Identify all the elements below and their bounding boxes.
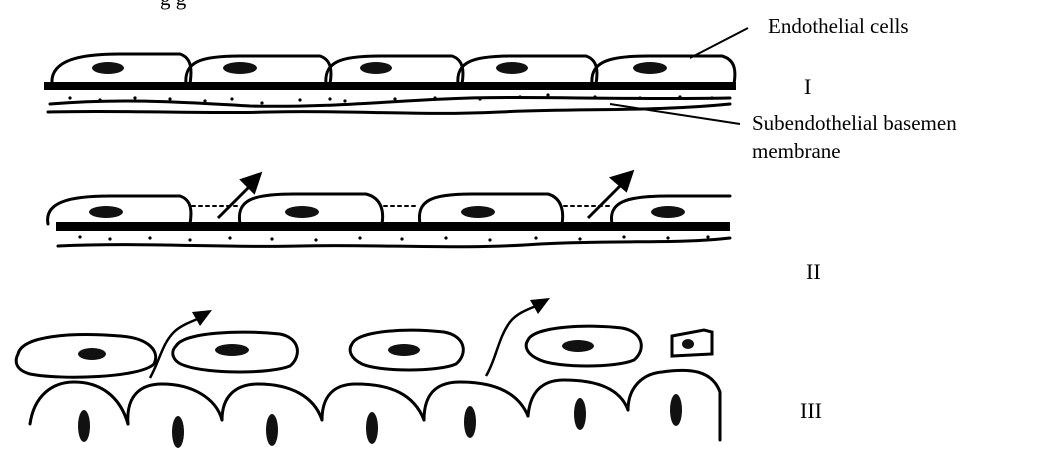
stage-label-1: I bbox=[804, 74, 811, 100]
cell-nucleus bbox=[215, 344, 249, 356]
cell-nucleus bbox=[651, 206, 685, 218]
basement-membrane bbox=[44, 82, 736, 90]
label-endothelial-cells: Endothelial cells bbox=[768, 14, 909, 39]
stage-1-diagram bbox=[44, 54, 736, 113]
subendothelial-nuclei bbox=[78, 394, 682, 448]
cropped-caption-fragment: g g bbox=[160, 0, 186, 11]
subendothelial-cells bbox=[424, 382, 528, 420]
cell-nucleus bbox=[682, 339, 694, 349]
arrow-head-icon bbox=[612, 172, 632, 190]
basement-membrane bbox=[56, 222, 730, 231]
cell-nucleus bbox=[360, 62, 392, 74]
migration-arrows-stage-3 bbox=[150, 298, 550, 378]
endothelial-cell bbox=[186, 56, 331, 84]
cell-nucleus bbox=[89, 206, 123, 218]
cell-nucleus bbox=[92, 62, 124, 74]
arrow-head-icon bbox=[192, 310, 212, 326]
label-subendothelial-line2: membrane bbox=[752, 139, 841, 164]
subendothelial-layer bbox=[48, 104, 730, 113]
stage-label-3: III bbox=[800, 398, 822, 424]
cell-nucleus bbox=[461, 206, 495, 218]
endothelial-cell bbox=[326, 56, 463, 84]
cell-nucleus bbox=[496, 62, 528, 74]
label-subendothelial-line1: Subendothelial basemen bbox=[752, 111, 957, 136]
cell-nucleus bbox=[633, 62, 667, 74]
subendothelial-cells bbox=[128, 384, 222, 424]
cell-nucleus bbox=[562, 340, 594, 352]
cell-nucleus bbox=[78, 348, 106, 360]
subendothelial-layer bbox=[50, 97, 730, 106]
migration-arrow bbox=[588, 184, 622, 218]
cell-nucleus bbox=[388, 344, 420, 356]
endothelial-cell bbox=[458, 56, 597, 84]
leader-line-endothelial bbox=[690, 28, 748, 58]
stage-label-2: II bbox=[806, 259, 821, 285]
cell-nucleus bbox=[223, 62, 257, 74]
subendothelial-layer bbox=[58, 238, 730, 247]
cell-nucleus bbox=[285, 206, 319, 218]
